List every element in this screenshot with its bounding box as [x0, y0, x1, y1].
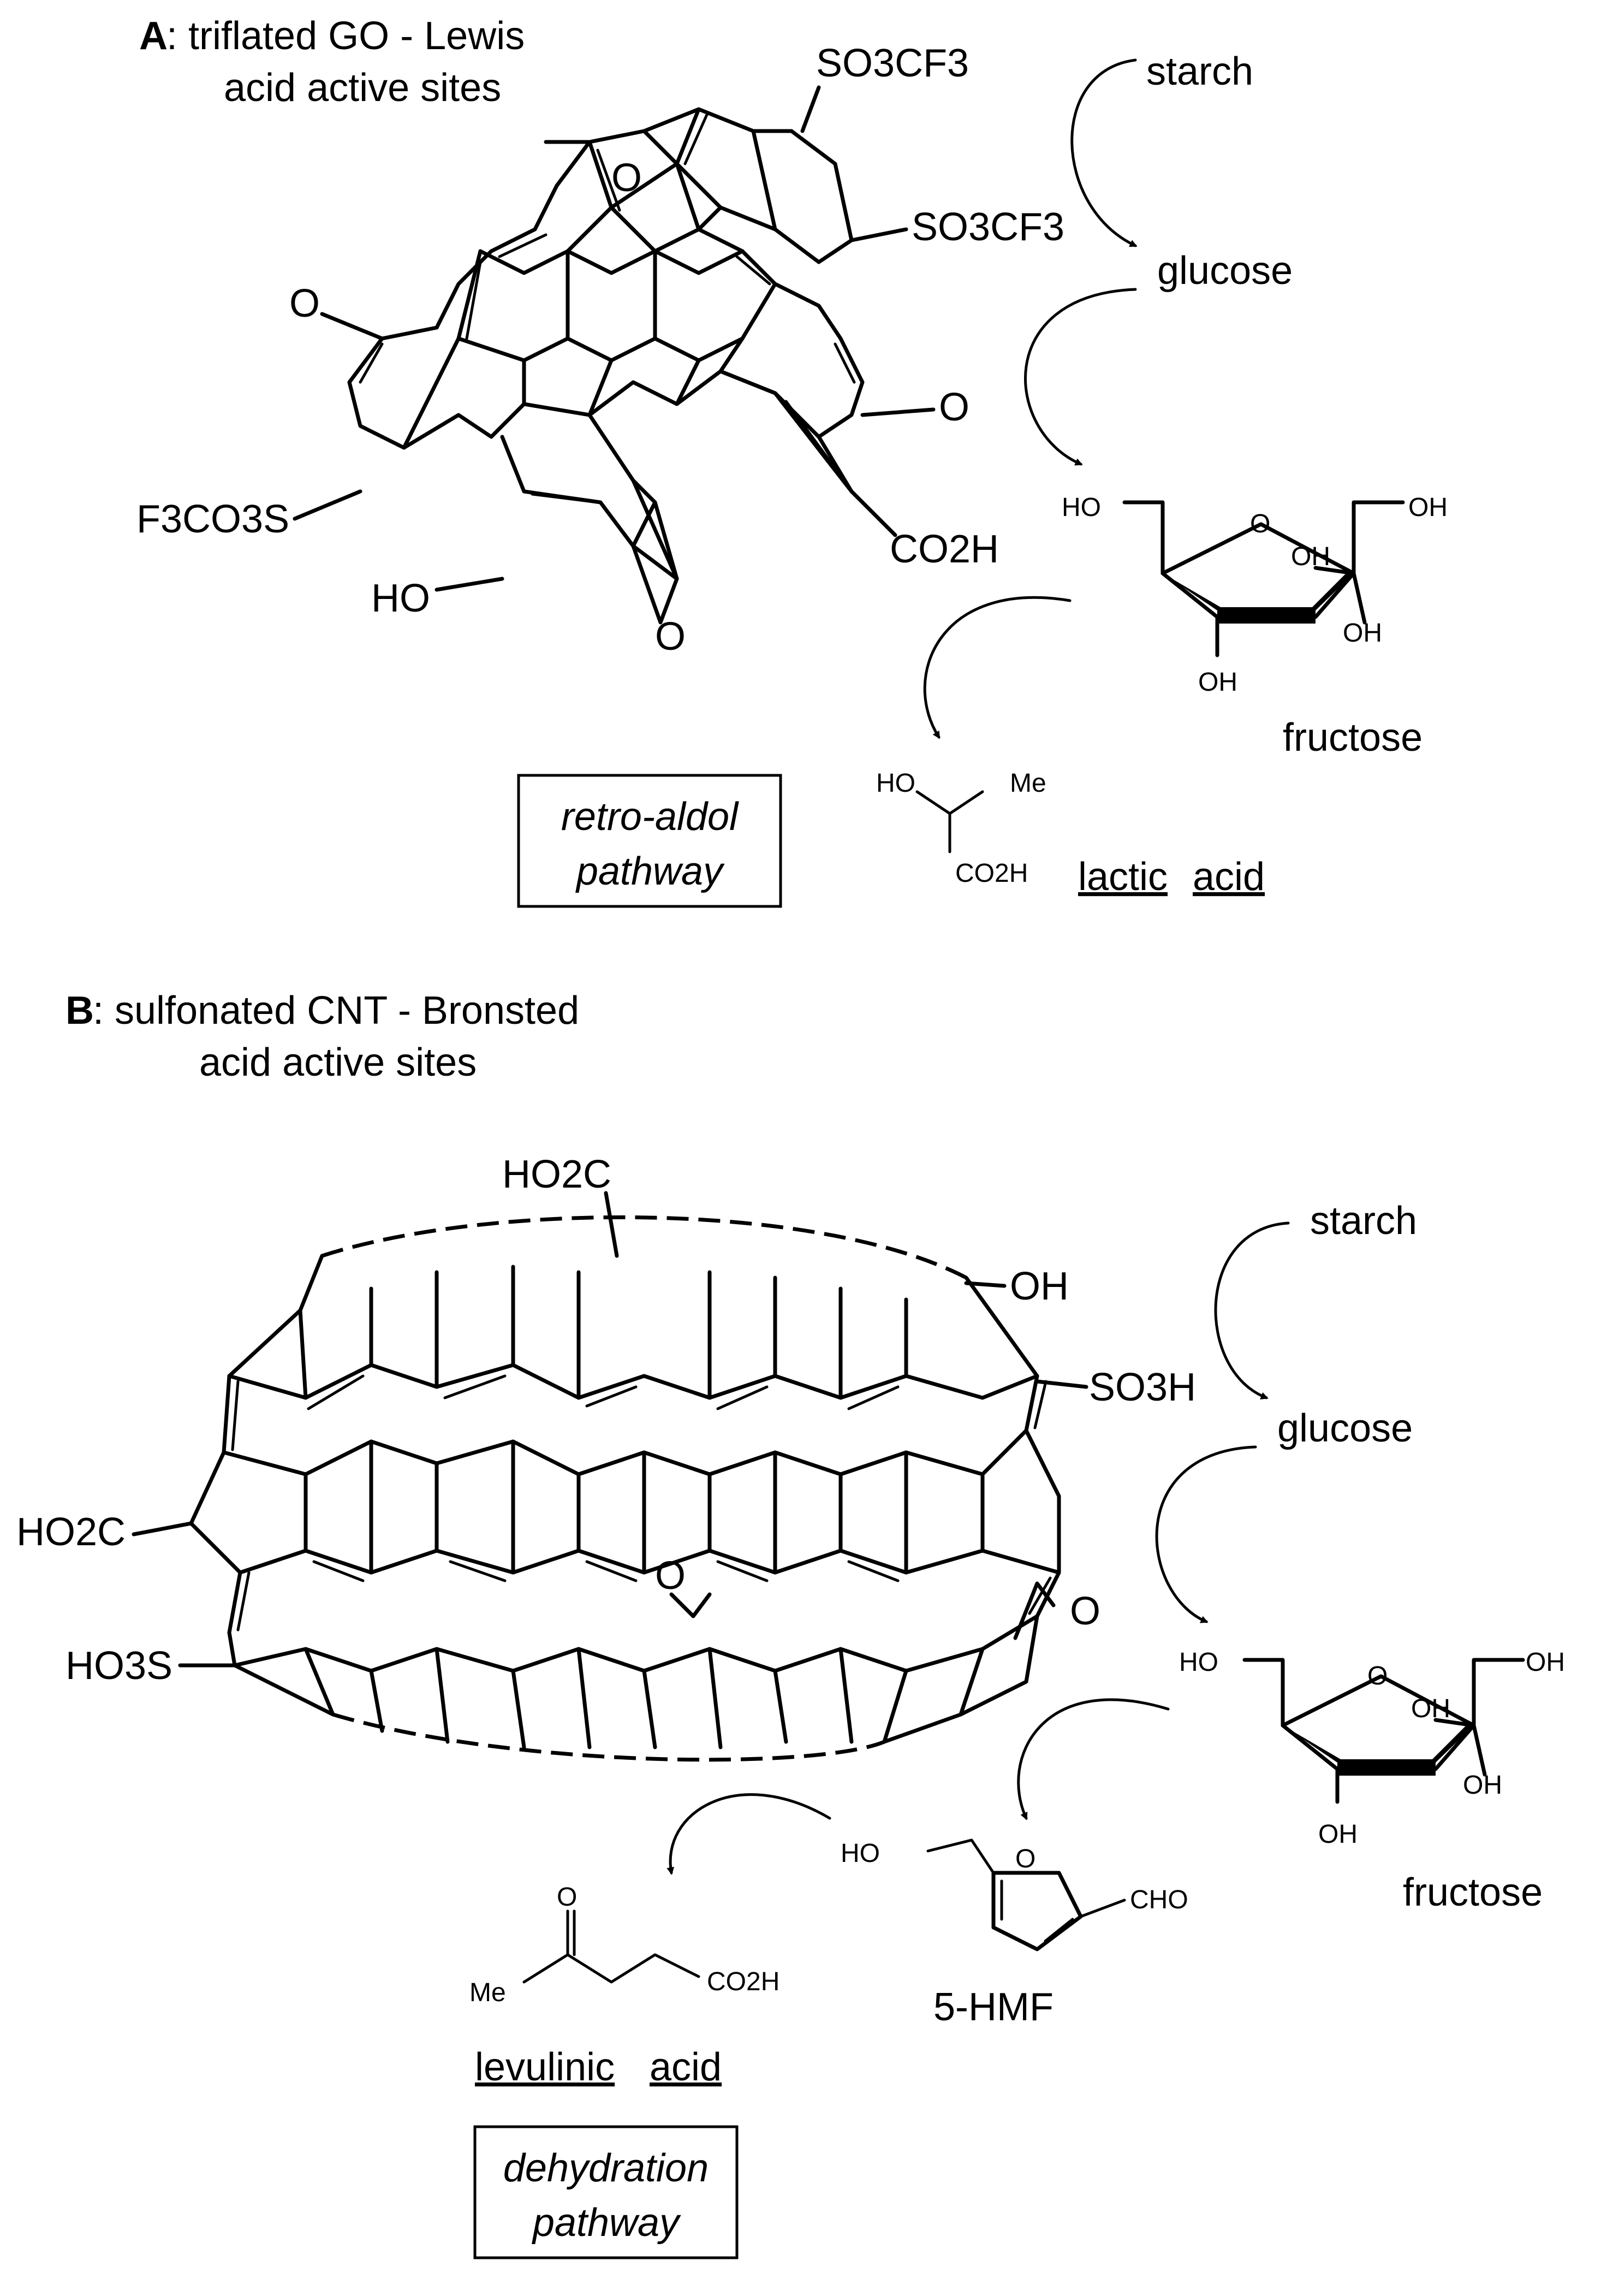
b-oh: OH: [1010, 1265, 1069, 1308]
b-arrow-fructose-hmf: [1017, 1698, 1170, 1820]
b-glucose-label: glucose: [1277, 1407, 1413, 1450]
a-bond-ketone-right: [860, 407, 936, 417]
b-ho2c-top: HO2C: [502, 1153, 611, 1196]
levulinic-name-1: levulinic: [475, 2045, 615, 2089]
panel-b-title-line1: : sulfonated CNT - Bronsted: [93, 989, 579, 1033]
lactic-name-1: lactic: [1078, 855, 1168, 899]
a-bond-ho: [435, 577, 504, 592]
b-ho3s: HO3S: [66, 1644, 172, 1688]
a-arrow-fructose-lactic: [923, 596, 1072, 739]
b-fructose-ring-o: O: [1367, 1662, 1388, 1690]
a-epoxide-top-o: O: [611, 156, 642, 200]
hmf-cho: CHO: [1130, 1885, 1188, 1914]
hmf-label: 5-HMF: [933, 1985, 1054, 2029]
a-ketone-right: O: [939, 385, 969, 429]
levulinic-me: Me: [469, 1978, 506, 2007]
panel-a-title-line1: : triflated GO - Lewis: [166, 14, 525, 58]
a-fructose-ho-left: HO: [1062, 493, 1101, 522]
b-arrow-starch-glucose: [1214, 1221, 1290, 1399]
a-pathway-line2: pathway: [575, 850, 725, 893]
b-fructose-ho-left: HO: [1179, 1648, 1218, 1677]
a-ketone-left: O: [289, 282, 320, 325]
b-bond-so3h: [1035, 1379, 1088, 1389]
hmf-ho: HO: [841, 1839, 880, 1868]
b-pathway-box: [473, 2125, 739, 2259]
a-so3-left: F3CO3S: [136, 497, 289, 541]
a-fructose-ring-o: O: [1250, 509, 1270, 538]
panel-a-letter: A: [139, 14, 168, 58]
b-arrow-hmf-levulinic: [666, 1793, 831, 1875]
b-pathway-line2: pathway: [532, 2201, 681, 2245]
a-epoxide-bottom-bonds: [631, 544, 679, 625]
b-so3h: SO3H: [1089, 1366, 1196, 1409]
b-bond-ho2c-left: [132, 1521, 193, 1536]
a-fructose-oh-c4: OH: [1198, 668, 1237, 697]
a-so3cf3-right: SO3CF3: [912, 205, 1064, 249]
a-co2h: CO2H: [890, 527, 999, 571]
levulinic-ketone-o: O: [557, 1883, 577, 1912]
lactic-ho: HO: [876, 769, 915, 798]
b-fructose-structure: HO O OH OH OH OH: [1179, 1648, 1565, 1849]
b-pathway-line1: dehydration: [503, 2146, 709, 2190]
lactic-me: Me: [1010, 769, 1046, 798]
a-bond-so3-left: [293, 489, 362, 521]
levulinic-acid-structure: O Me CO2H: [469, 1883, 779, 2007]
b-starch-label: starch: [1310, 1199, 1417, 1243]
a-fructose-oh-c3: OH: [1343, 619, 1382, 648]
a-arrow-starch-glucose: [1070, 58, 1138, 247]
panel-b: B : sulfonated CNT - Bronsted acid activ…: [16, 989, 1565, 2259]
graphene-oxide-sheet: [347, 107, 865, 581]
lactic-co2h: CO2H: [955, 859, 1028, 888]
b-fructose-label: fructose: [1403, 1871, 1543, 1914]
b-bond-ho2c-top: [604, 1191, 619, 1258]
a-fructose-label: fructose: [1283, 716, 1423, 760]
a-ho: HO: [371, 577, 430, 620]
b-epoxide-center-o: O: [655, 1554, 686, 1598]
levulinic-name-2: acid: [650, 2045, 722, 2089]
a-bond-co2h: [849, 489, 897, 537]
carbon-nanotube: [189, 1215, 1061, 1762]
a-bond-so3cf3-top: [800, 85, 821, 133]
hmf-structure: HO O CHO: [841, 1838, 1188, 1951]
b-bond-oh: [964, 1281, 1007, 1288]
a-fructose-oh-right: OH: [1408, 493, 1448, 522]
hmf-ring-o: O: [1015, 1844, 1035, 1873]
a-bond-so3cf3-right: [849, 227, 908, 242]
a-pathway-line1: retro-aldol: [561, 795, 739, 839]
panel-a: A : triflated GO - Lewis acid active sit…: [136, 14, 1448, 908]
a-fructose-oh-anomeric: OH: [1291, 542, 1330, 571]
b-fructose-oh-c4: OH: [1318, 1820, 1358, 1849]
a-fructose-structure: HO O OH OH OH OH: [1062, 493, 1448, 697]
a-bond-ketone-left: [320, 312, 384, 341]
panel-a-title-line2: acid active sites: [224, 66, 501, 110]
panel-b-title-line2: acid active sites: [199, 1041, 477, 1084]
a-glucose-label: glucose: [1157, 249, 1293, 293]
a-starch-label: starch: [1146, 50, 1253, 93]
panel-b-letter: B: [66, 989, 94, 1033]
a-pathway-box: [517, 774, 782, 908]
lactic-name-2: acid: [1193, 855, 1265, 899]
b-fructose-oh-right: OH: [1526, 1648, 1565, 1677]
b-ho2c-left: HO2C: [16, 1510, 126, 1554]
lactic-acid-structure: HO Me CO2H: [876, 769, 1046, 888]
b-fructose-oh-c3: OH: [1463, 1771, 1502, 1800]
b-fructose-oh-anomeric: OH: [1411, 1694, 1450, 1723]
a-arrow-glucose-fructose: [1024, 288, 1137, 466]
b-arrow-glucose-fructose: [1155, 1445, 1257, 1623]
a-so3cf3-top: SO3CF3: [816, 41, 969, 85]
b-epoxide-right-o: O: [1070, 1589, 1100, 1633]
levulinic-co2h: CO2H: [707, 1967, 779, 1996]
